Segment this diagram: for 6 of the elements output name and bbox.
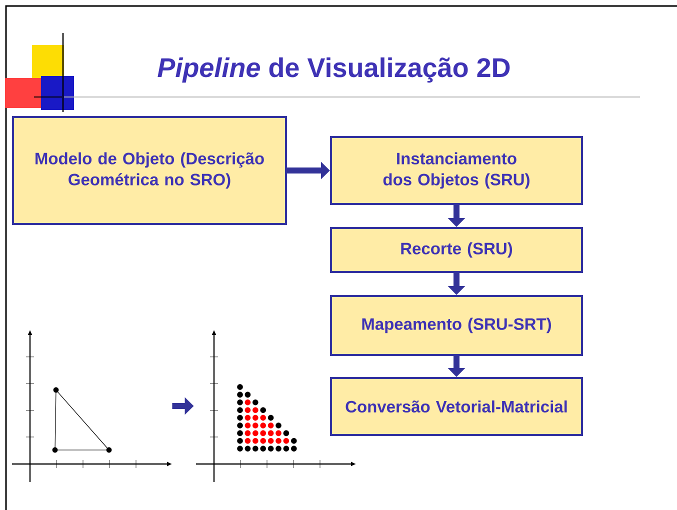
process-box: Instanciamento dos Objetos (SRU) [330,136,583,205]
process-box: Modelo de Objeto (Descrição Geométrica no SRO) [12,116,287,225]
process-box: Conversão Vetorial-Matricial [330,377,583,436]
process-box: Mapeamento (SRU-SRT) [330,295,583,356]
process-box: Recorte (SRU) [330,227,583,273]
title: Pipeline de Visualização 2D [158,57,510,83]
